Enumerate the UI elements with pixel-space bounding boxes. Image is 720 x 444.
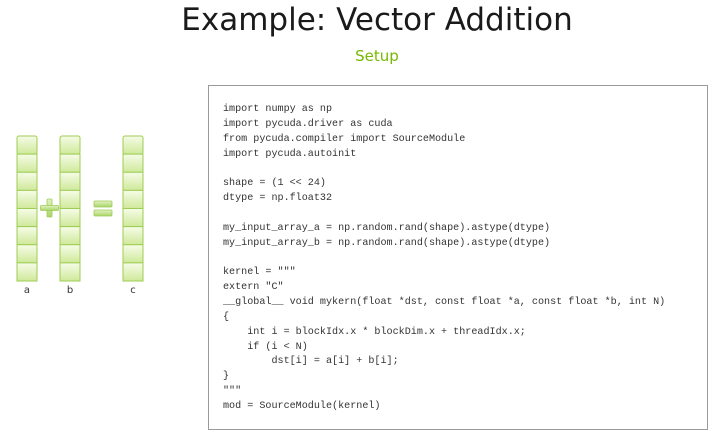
vector-cell	[122, 135, 144, 155]
vector-b	[59, 135, 81, 282]
code-line	[223, 207, 707, 222]
vector-cell	[59, 153, 81, 173]
vector-cell	[59, 135, 81, 155]
code-line: import pycuda.autoinit	[223, 148, 357, 160]
code-line: if (i < N)	[223, 341, 308, 353]
vector-cell	[16, 226, 38, 246]
vector-cell	[122, 189, 144, 210]
vector-cell	[122, 153, 144, 173]
vector-cell	[59, 262, 81, 282]
code-panel: import numpy as np import pycuda.driver a…	[208, 85, 708, 430]
code-listing: import numpy as np import pycuda.driver a…	[223, 103, 707, 415]
vector-cell	[122, 171, 144, 191]
code-line: dtype = np.float32	[223, 193, 333, 205]
vector-a	[16, 135, 38, 282]
vector-cell	[16, 262, 38, 282]
code-line	[223, 162, 707, 177]
vector-cell	[59, 244, 81, 264]
vector-label-a: a	[23, 285, 31, 296]
code-line: extern "C"	[223, 282, 284, 294]
code-line	[223, 251, 707, 266]
vector-cell	[16, 208, 38, 228]
code-line: }	[223, 371, 230, 383]
page-title: Example: Vector Addition	[181, 2, 573, 38]
vector-cell	[122, 226, 144, 246]
vector-cell	[16, 135, 38, 155]
vector-cell	[59, 171, 81, 191]
vector-cell	[122, 244, 144, 264]
code-line: mod = SourceModule(kernel)	[223, 400, 381, 412]
code-line: int i = blockIdx.x * blockDim.x + thread…	[223, 326, 526, 338]
vector-c	[122, 135, 144, 282]
code-line: shape = (1 << 24)	[223, 178, 326, 190]
vector-cell	[59, 208, 81, 228]
vector-diagram-svg	[16, 135, 144, 282]
equals-icon	[93, 200, 113, 217]
code-line: my_input_array_b = np.random.rand(shape)…	[223, 237, 551, 249]
vector-cell	[16, 153, 38, 173]
code-line: kernel = """	[223, 267, 296, 279]
vector-cell	[59, 226, 81, 246]
code-line: import numpy as np	[223, 104, 333, 115]
vector-cell	[59, 189, 81, 210]
code-line: my_input_array_a = np.random.rand(shape)…	[223, 222, 551, 234]
vector-addition-diagram: a b c	[0, 0, 200, 444]
vector-cell	[16, 171, 38, 191]
vector-cell	[16, 244, 38, 264]
code-line: import pycuda.driver as cuda	[223, 118, 393, 130]
code-line: dst[i] = a[i] + b[i];	[223, 356, 399, 368]
vector-cell	[16, 189, 38, 210]
vector-label-b: b	[66, 285, 74, 296]
code-line: __global__ void mykern(float *dst, const…	[223, 296, 666, 308]
vector-label-c: c	[130, 285, 136, 296]
code-line: {	[223, 311, 230, 323]
code-line: """	[223, 386, 242, 398]
code-line: from pycuda.compiler import SourceModule	[223, 133, 466, 145]
page-subtitle: Setup	[355, 47, 399, 65]
vector-cell	[122, 208, 144, 228]
plus-icon	[40, 198, 59, 218]
vector-cell	[122, 262, 144, 282]
